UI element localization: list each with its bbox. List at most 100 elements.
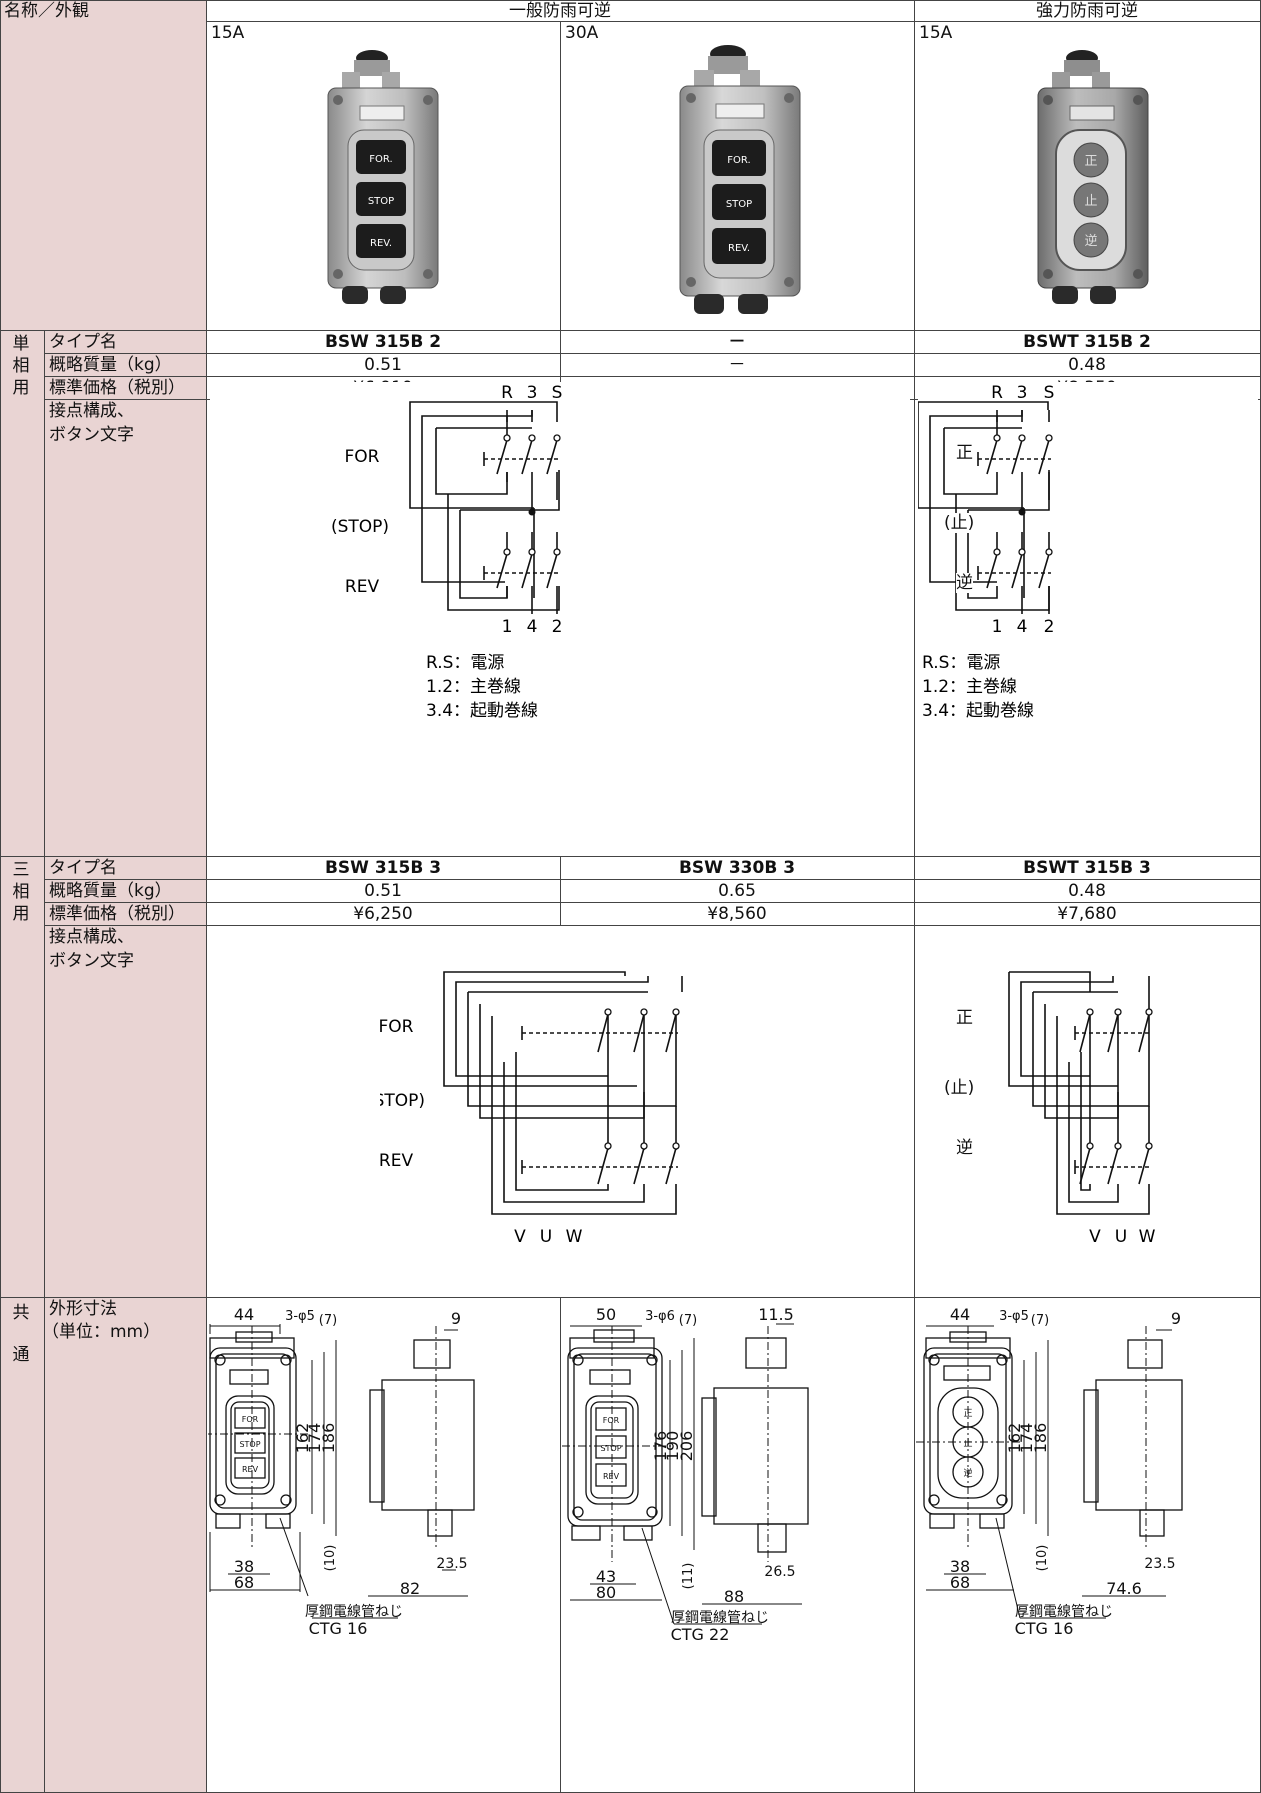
- single-weight-1: 0.51: [364, 355, 402, 375]
- dim-value: 38: [950, 1557, 970, 1576]
- dim-value: 11.5: [758, 1305, 794, 1324]
- row-label-contact: 接点構成、: [49, 927, 134, 947]
- single-row-label-2: [44, 353, 207, 377]
- three-row-label-1: [44, 856, 207, 880]
- three-weight-2: 0.65: [718, 881, 756, 901]
- dim-value: 厚鋼電線管ねじ: [1015, 1604, 1113, 1620]
- dim-value: 3-φ5: [999, 1309, 1029, 1324]
- dim-value: 9: [451, 1309, 461, 1328]
- photo-btn-text: STOP: [726, 199, 752, 210]
- legend-line: 3.4：起動巻線: [922, 701, 1034, 721]
- row-label-type: タイプ名: [49, 858, 117, 878]
- button-label: (STOP): [331, 517, 389, 537]
- photo-btn-text: 逆: [1084, 233, 1097, 249]
- three-weight-1: 0.51: [364, 881, 402, 901]
- three-wiring-strong: R S T V U W: [1008, 952, 1156, 1247]
- dim-value: 44: [234, 1305, 254, 1324]
- dim-value: 50: [596, 1305, 616, 1324]
- single-weight-2: －: [728, 355, 746, 375]
- three-row-label-4: [44, 925, 207, 1298]
- terminal-label: U: [1115, 1227, 1127, 1247]
- dim-value: FOR: [242, 1415, 259, 1424]
- row-label-button-text: ボタン文字: [49, 425, 134, 445]
- product-photo-1: FOR. STOP REV.: [327, 50, 439, 304]
- button-label-stop: (止): [944, 1078, 975, 1098]
- dim-value: (7): [679, 1313, 697, 1328]
- dimensions-label: 外形寸法: [49, 1299, 117, 1319]
- dim-value: CTG 22: [671, 1625, 730, 1644]
- button-label-stop: (止): [944, 513, 975, 533]
- photo-btn-text: FOR.: [727, 155, 750, 166]
- dim-value: (7): [319, 1313, 337, 1328]
- dimension-drawing-3: 44 3-φ5 (7) 9 162 174 186 (10) 38 68 74.…: [916, 1305, 1183, 1638]
- terminal-label: 1: [502, 617, 513, 637]
- dim-value: 176: [651, 1431, 670, 1462]
- header-name-label: 名称／外観: [4, 1, 89, 21]
- terminal-label: 2: [1044, 617, 1055, 637]
- dim-value: 190: [663, 1431, 682, 1462]
- terminal-label: 4: [1017, 617, 1028, 637]
- terminal-label: 4: [527, 617, 538, 637]
- dim-value: 162: [1005, 1423, 1024, 1454]
- single-weight-3: 0.48: [1068, 355, 1106, 375]
- dim-value: 3-φ5: [285, 1309, 315, 1324]
- button-label: REV: [345, 577, 380, 597]
- single-row-label-3: [44, 376, 207, 400]
- dim-value: 206: [677, 1431, 696, 1462]
- amp-label-2: 30A: [565, 23, 599, 43]
- common-group-label-1: 共: [12, 1303, 30, 1323]
- legend-line: 1.2：主巻線: [922, 677, 1017, 697]
- legend-line: 3.4：起動巻線: [426, 701, 538, 721]
- terminal-label: S: [1044, 383, 1055, 403]
- terminal-label: T: [1141, 952, 1153, 955]
- dim-value: (10): [323, 1545, 338, 1572]
- dim-value: 止: [963, 1437, 972, 1449]
- dim-value: 43: [596, 1567, 616, 1586]
- header-general: 一般防雨可逆: [509, 1, 611, 21]
- dim-value: 38: [234, 1557, 254, 1576]
- dim-value: 68: [950, 1573, 970, 1592]
- single-type-2: －: [728, 332, 746, 352]
- row-label-button-text: ボタン文字: [49, 951, 134, 971]
- dim-value: 正: [963, 1409, 972, 1419]
- three-type-1: BSW 315B 3: [324, 858, 442, 878]
- terminal-label: S: [552, 383, 563, 403]
- dim-value: (11): [681, 1563, 696, 1590]
- dimensions-unit-label: （単位：mm）: [42, 1322, 161, 1342]
- photo-btn-text: FOR.: [369, 154, 392, 165]
- dim-value: 74.6: [1106, 1579, 1142, 1598]
- dim-value: 68: [234, 1573, 254, 1592]
- dim-value: 162: [293, 1423, 312, 1454]
- single-row-label-4: [44, 399, 207, 857]
- photo-btn-text: 正: [1084, 154, 1097, 169]
- row-label-weight: 概略質量（kg）: [49, 355, 172, 375]
- dim-value: 44: [950, 1305, 970, 1324]
- dim-value: 厚鋼電線管ねじ: [671, 1610, 769, 1626]
- button-label-for: 正: [956, 443, 973, 463]
- button-label-rev: 逆: [956, 1138, 973, 1158]
- single-group-label: 単相用: [12, 334, 30, 398]
- terminal-label: R: [537, 952, 549, 955]
- dim-value: CTG 16: [1015, 1619, 1074, 1638]
- row-label-weight: 概略質量（kg）: [49, 881, 172, 901]
- dim-value: 88: [724, 1587, 744, 1606]
- row-label-contact: 接点構成、: [49, 401, 134, 421]
- common-group-cell: [0, 1297, 45, 1793]
- row-label-type: タイプ名: [49, 332, 117, 352]
- dimension-drawing-2: 50 3-φ6 (7) 11.5 176 190 206 (11) 43 80 …: [562, 1305, 809, 1644]
- button-label: FOR: [380, 1017, 414, 1037]
- dim-value: 186: [319, 1423, 338, 1454]
- photo-btn-text: 止: [1084, 194, 1097, 209]
- row-label-price: 標準価格（税別）: [49, 904, 185, 924]
- amp-label-1: 15A: [211, 23, 245, 43]
- legend-line: R.S：電源: [426, 653, 504, 673]
- product-photo-2: FOR. STOP REV.: [679, 45, 801, 314]
- terminal-label: 3: [527, 383, 538, 403]
- dim-value: 厚鋼電線管ねじ: [305, 1604, 403, 1620]
- row-label-price: 標準価格（税別）: [49, 378, 185, 398]
- dim-value: (7): [1031, 1313, 1049, 1328]
- three-price-2: ¥8,560: [707, 904, 767, 924]
- three-type-3: BSWT 315B 3: [1023, 858, 1151, 878]
- common-group-label-2: 通: [12, 1345, 30, 1365]
- terminal-label: R: [501, 383, 513, 403]
